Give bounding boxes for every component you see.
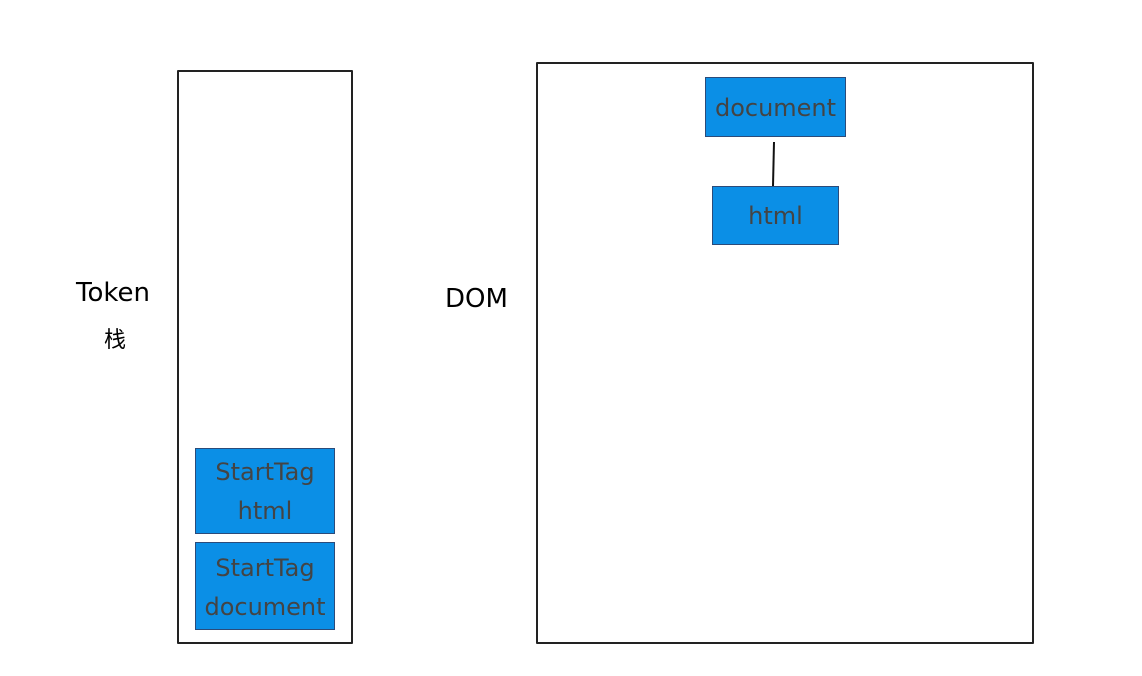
- token-stack-frame: [177, 70, 353, 644]
- token-label: Token: [76, 278, 150, 308]
- dom-label: DOM: [445, 284, 508, 314]
- stack-item-starttag-html: StartTag html: [195, 448, 335, 534]
- stack-item-starttag-document: StartTag document: [195, 542, 335, 630]
- stack-item-line2: html: [237, 496, 293, 525]
- dom-node-html: html: [712, 186, 839, 245]
- stack-label: 栈: [104, 328, 127, 353]
- dom-tree-frame: [536, 62, 1034, 644]
- stack-item-line1: StartTag: [215, 554, 315, 582]
- stack-item-line1: StartTag: [215, 458, 315, 486]
- stack-item-line2: document: [204, 592, 326, 621]
- dom-node-document: document: [705, 77, 846, 137]
